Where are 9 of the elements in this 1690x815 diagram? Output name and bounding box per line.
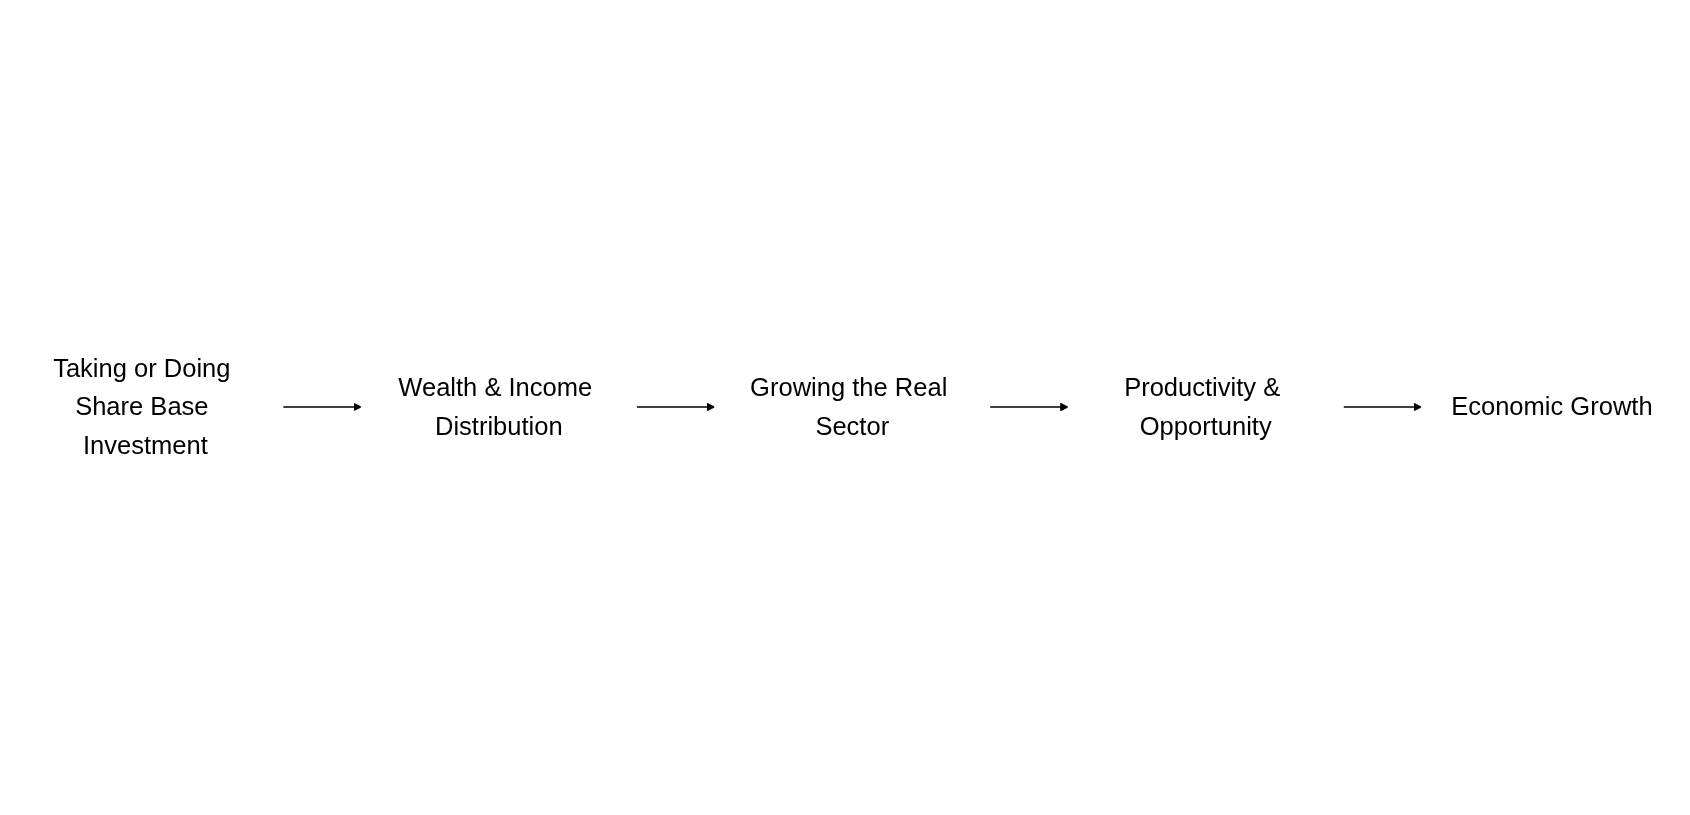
node-text: Growing the Real Sector <box>750 373 948 441</box>
arrow <box>635 403 716 412</box>
arrow <box>282 403 362 412</box>
node-text: Wealth & Income Distribution <box>398 373 593 441</box>
node-text: Taking or Doing Share Base Investment <box>53 353 231 461</box>
arrow <box>1342 403 1423 412</box>
arrow <box>989 403 1069 412</box>
node-text: Economic Growth <box>1451 392 1653 422</box>
node-text: Productivity & Opportunity <box>1124 373 1281 441</box>
